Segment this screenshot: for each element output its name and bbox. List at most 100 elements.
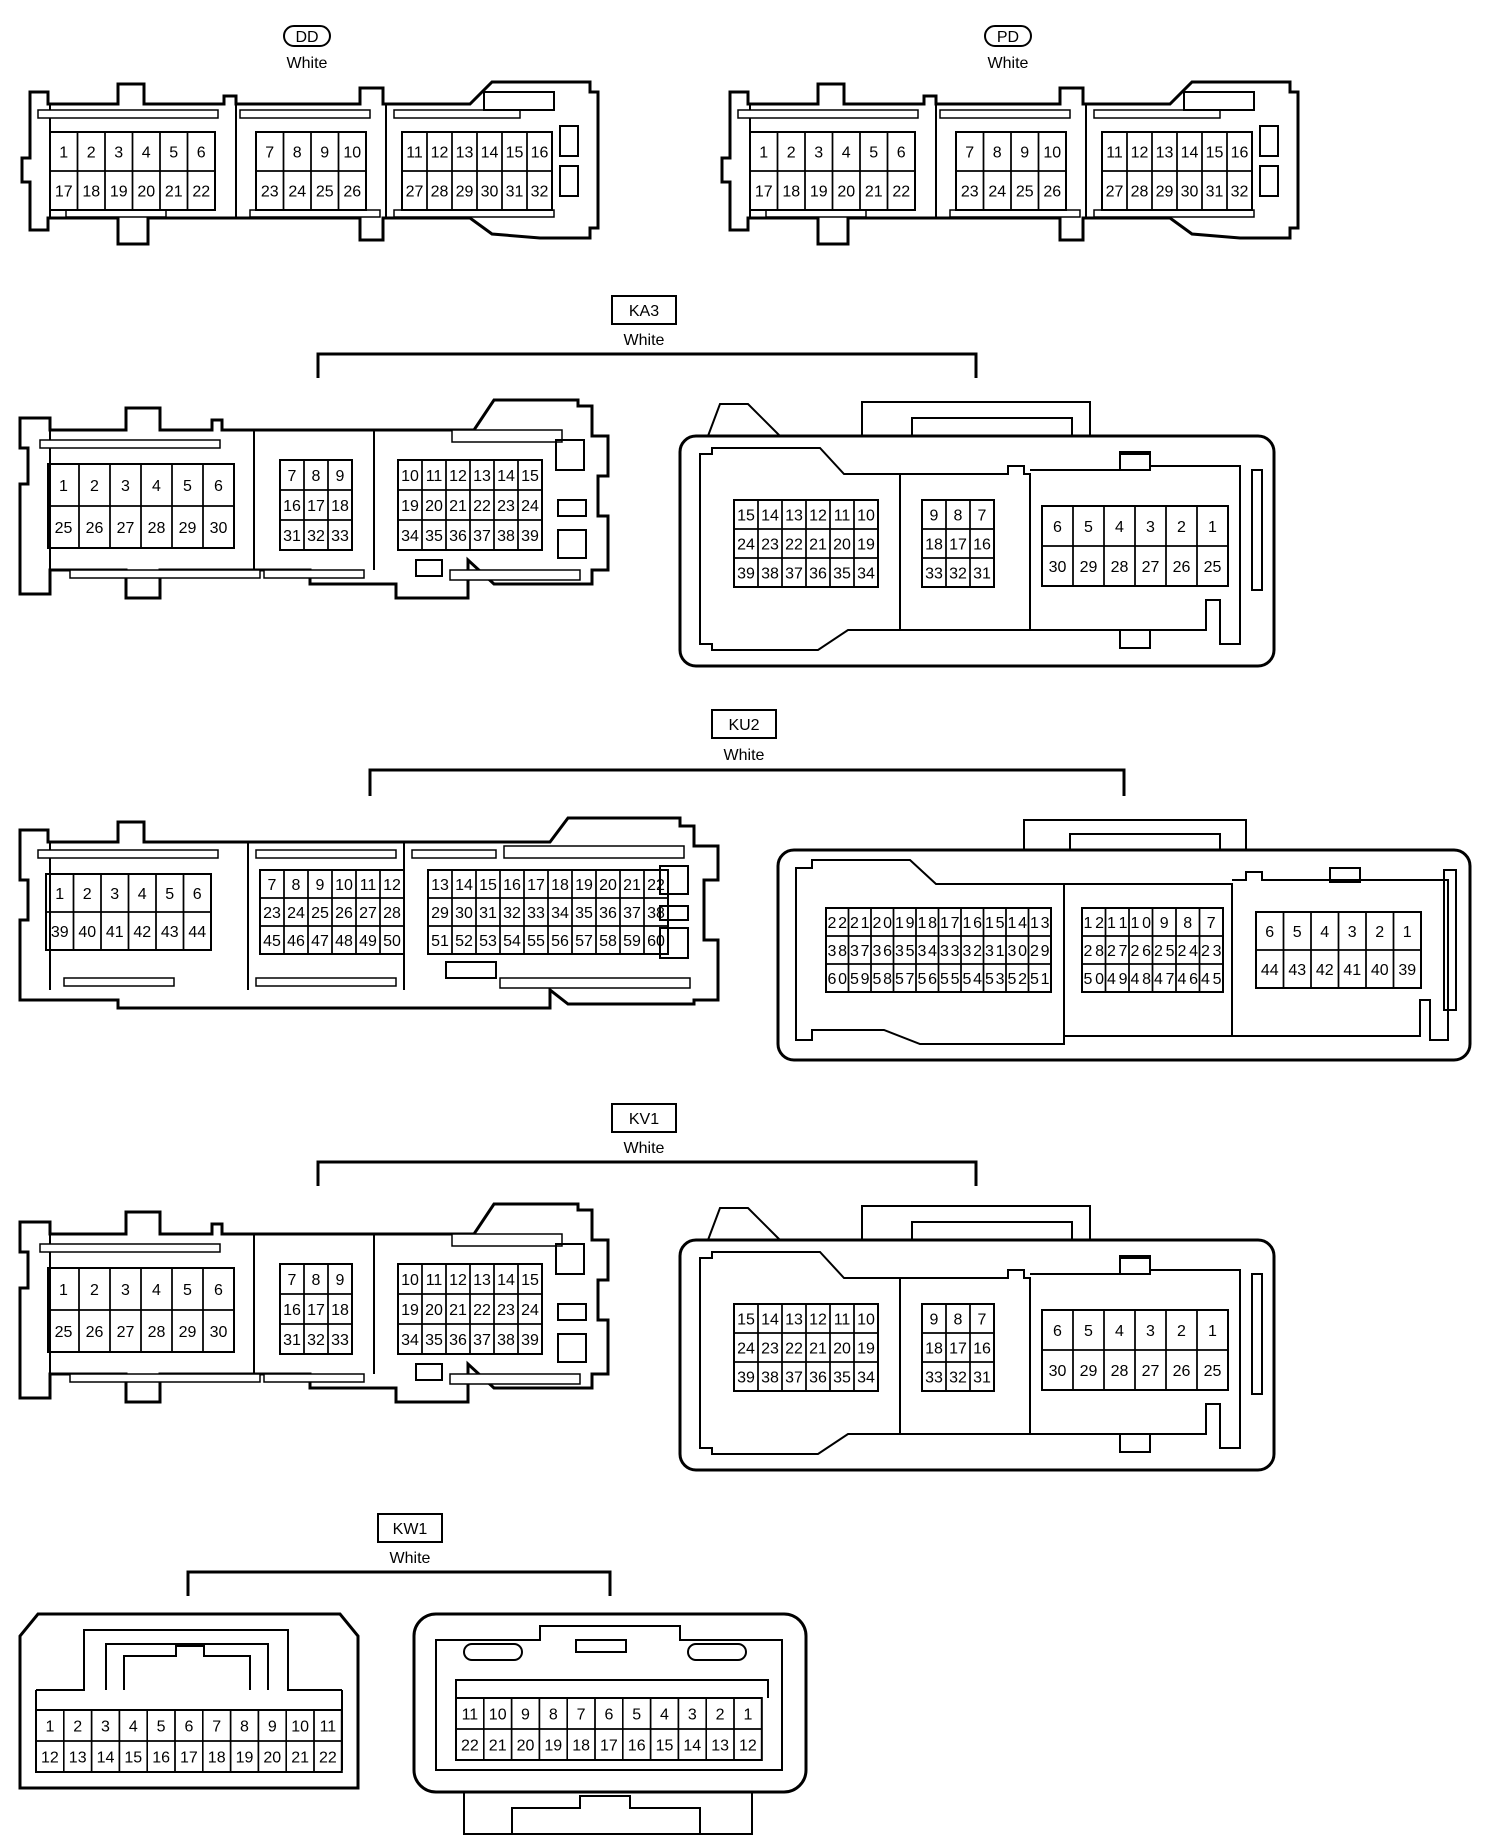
- pin-number: 56: [551, 933, 569, 950]
- pin-number: 33: [331, 528, 349, 545]
- pin-number: 57: [575, 933, 593, 950]
- pin-number: 31: [506, 184, 524, 201]
- pin-number: 31: [973, 566, 991, 583]
- pin-number: 17: [307, 498, 325, 515]
- pin-number: 42: [133, 924, 151, 941]
- pin-number: 20: [837, 184, 855, 201]
- pin-number: 21: [809, 537, 827, 554]
- connector-id-ka3: KA3: [629, 303, 659, 320]
- pin-number: 13: [785, 508, 803, 525]
- pin-number: 26: [1173, 1363, 1191, 1380]
- pin-number: 15: [737, 1312, 755, 1329]
- pin-number: 8: [312, 468, 321, 485]
- pin-number: 13: [69, 1750, 87, 1767]
- pin-number: 41: [106, 924, 124, 941]
- pin-cell: [1196, 545, 1229, 587]
- pin-number: 10: [401, 1272, 419, 1289]
- pin-number: 5: [1084, 519, 1093, 536]
- pin-number: 1: [743, 1707, 752, 1724]
- pin-number: 19: [857, 537, 875, 554]
- pin-cell: [1198, 963, 1224, 993]
- pin-number: 47: [311, 933, 329, 950]
- pin-number: 35: [425, 1332, 443, 1349]
- connector-id-kw1: KW1: [393, 1521, 428, 1538]
- pin-number: 34: [857, 566, 875, 583]
- pin-number: 36: [449, 1332, 467, 1349]
- pin-number: 9: [336, 468, 345, 485]
- pin-number: 20: [425, 498, 443, 515]
- pin-number: 13: [473, 1272, 491, 1289]
- pin-number: 57: [895, 971, 915, 988]
- pin-number: 30: [1049, 559, 1067, 576]
- pin-number: 14: [497, 468, 515, 485]
- pin-number: 46: [1178, 971, 1199, 988]
- pin-number: 43: [1288, 962, 1306, 979]
- pin-number: 22: [892, 184, 910, 201]
- pin-number: 8: [292, 877, 301, 894]
- pin-number: 11: [426, 1272, 443, 1289]
- pin-number: 7: [288, 468, 297, 485]
- pin-number: 35: [895, 943, 915, 960]
- pin-number: 5: [632, 1707, 641, 1724]
- pin-number: 12: [41, 1750, 59, 1767]
- pin-number: 39: [1398, 962, 1416, 979]
- pin-number: 50: [383, 933, 401, 950]
- pin-number: 38: [647, 905, 665, 922]
- pin-number: 20: [833, 537, 851, 554]
- pin-number: 13: [1156, 145, 1174, 162]
- pin-number: 23: [961, 184, 979, 201]
- pin-cell: [733, 1728, 763, 1761]
- pin-number: 27: [1106, 184, 1124, 201]
- pin-number: 17: [949, 1341, 967, 1358]
- pin-number: 3: [1146, 1323, 1155, 1340]
- pin-number: 29: [179, 1324, 197, 1341]
- pin-number: 20: [833, 1341, 851, 1358]
- pin-number: 1: [1403, 924, 1412, 941]
- connector-ku2-right: [776, 819, 1472, 1062]
- pin-number: 12: [449, 1272, 467, 1289]
- pin-number: 2: [90, 1282, 99, 1299]
- pin-number: 31: [479, 905, 497, 922]
- pin-number: 26: [86, 1324, 104, 1341]
- pin-number: 54: [963, 971, 983, 988]
- pin-number: 36: [873, 943, 893, 960]
- pin-number: 53: [985, 971, 1005, 988]
- pin-number: 2: [83, 886, 92, 903]
- pin-number: 10: [1043, 145, 1061, 162]
- pin-number: 33: [940, 943, 960, 960]
- pin-number: 26: [1173, 559, 1191, 576]
- pin-number: 4: [1320, 924, 1329, 941]
- pin-number: 33: [527, 905, 545, 922]
- pin-number: 14: [97, 1750, 115, 1767]
- pin-cell: [526, 170, 553, 211]
- pin-number: 18: [331, 1302, 349, 1319]
- pin-number: 8: [293, 145, 302, 162]
- pin-number: 20: [517, 1738, 535, 1755]
- pin-number: 51: [1030, 971, 1050, 988]
- pin-cell: [202, 1309, 235, 1353]
- pin-number: 48: [335, 933, 353, 950]
- pin-number: 11: [360, 877, 377, 894]
- pin-number: 7: [965, 145, 974, 162]
- pin-number: 17: [55, 184, 73, 201]
- pin-cell: [517, 519, 543, 551]
- pin-number: 5: [165, 886, 174, 903]
- pin-number: 30: [1049, 1363, 1067, 1380]
- pin-number: 10: [1131, 915, 1152, 932]
- pin-number: 19: [544, 1738, 562, 1755]
- pin-number: 13: [711, 1738, 729, 1755]
- pin-number: 60: [828, 971, 848, 988]
- pin-number: 3: [114, 145, 123, 162]
- pin-number: 4: [660, 1707, 669, 1724]
- pin-number: 11: [320, 1719, 337, 1736]
- pin-number: 31: [283, 528, 301, 545]
- pin-number: 22: [473, 498, 491, 515]
